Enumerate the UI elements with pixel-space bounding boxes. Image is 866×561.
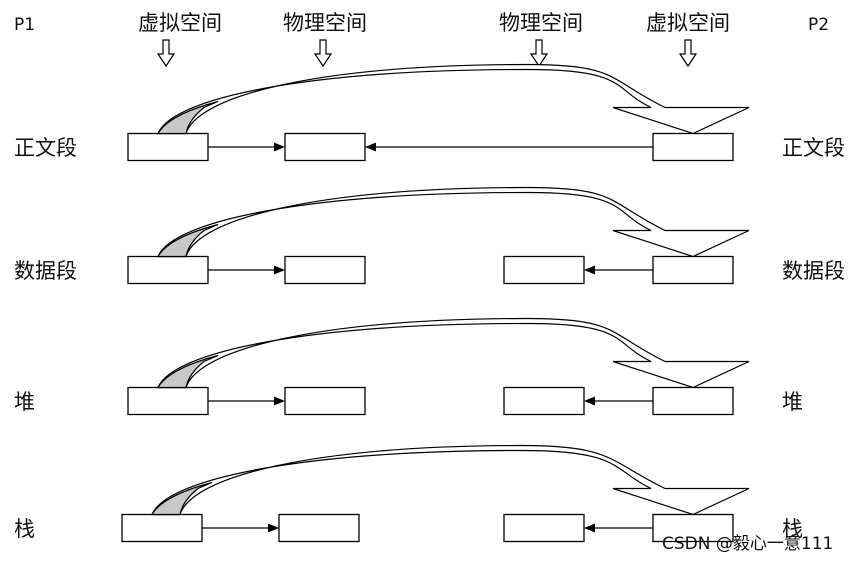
mapping-curve-arrow: [157, 317, 750, 389]
mapping-curve-arrow: [151, 444, 750, 516]
p2-physical-box: [503, 255, 585, 285]
down-arrow-icon: [678, 39, 698, 68]
segment-label-right: 正文段: [782, 136, 845, 160]
down-arrow-icon: [313, 39, 333, 68]
mapping-curve-tail: [150, 481, 213, 516]
process-label-p1: P1: [14, 15, 35, 35]
segment-label-left: 正文段: [14, 136, 77, 160]
arrowhead: [274, 142, 285, 152]
arrowhead: [584, 265, 595, 275]
p1-physical-box: [284, 386, 366, 416]
watermark: CSDN @毅心一意111: [662, 534, 833, 554]
column-header-p2-physical: 物理空间: [499, 11, 583, 35]
mapping-curve-arrow: [157, 186, 750, 258]
mapping-curve-tail: [156, 100, 219, 135]
p1-virtual-box: [127, 132, 209, 162]
p2-virtual-box: [652, 386, 734, 416]
arrowhead: [365, 142, 376, 152]
p1-physical-box: [278, 513, 360, 543]
down-arrow-icon: [156, 39, 176, 68]
segment-label-right: 堆: [782, 390, 803, 414]
p1-virtual-box: [127, 255, 209, 285]
p1-physical-box: [284, 132, 366, 162]
p1-virtual-box: [121, 513, 203, 543]
mapping-curve-tail: [156, 354, 219, 389]
arrowhead: [584, 396, 595, 406]
p2-physical-box: [503, 513, 585, 543]
mapping-curve-arrow: [157, 63, 750, 135]
arrowhead: [274, 396, 285, 406]
arrowhead: [584, 523, 595, 533]
arrowhead: [274, 265, 285, 275]
segment-label-left: 堆: [14, 390, 35, 414]
segment-row: 数据段 数据段: [14, 186, 845, 285]
mapping-curve-tail: [156, 223, 219, 258]
process-label-p2: P2: [808, 15, 829, 35]
column-header-p1-physical: 物理空间: [283, 11, 367, 35]
arrowhead: [268, 523, 279, 533]
segment-label-left: 数据段: [14, 259, 77, 283]
p2-physical-box: [503, 386, 585, 416]
p1-virtual-box: [127, 386, 209, 416]
down-arrow-icon: [529, 39, 549, 68]
segment-row: 栈栈: [14, 444, 803, 543]
segment-label-right: 栈: [782, 517, 803, 541]
segment-label-left: 栈: [14, 517, 35, 541]
segment-row: 正文段 正文段: [14, 63, 845, 162]
column-header-p2-virtual: 虚拟空间: [646, 11, 730, 35]
segment-label-right: 数据段: [782, 259, 845, 283]
p1-physical-box: [284, 255, 366, 285]
p2-virtual-box: [652, 132, 734, 162]
column-header-p1-virtual: 虚拟空间: [138, 11, 222, 35]
segment-row: 堆堆: [14, 317, 803, 416]
p2-virtual-box: [652, 255, 734, 285]
